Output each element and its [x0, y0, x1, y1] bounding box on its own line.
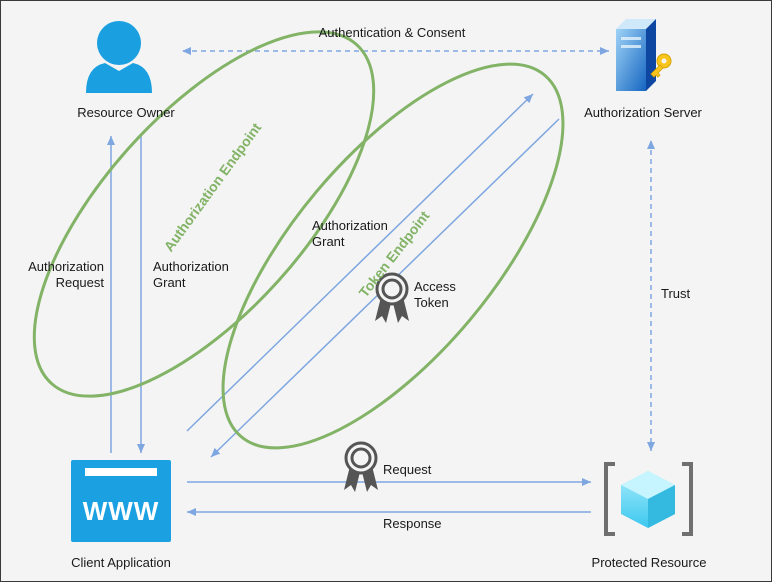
- authentication-consent-label: Authentication & Consent: [318, 25, 466, 40]
- resource-owner-label: Resource Owner: [77, 105, 175, 120]
- user-icon: [86, 21, 152, 93]
- ribbon-badge-icon: [375, 272, 409, 323]
- server-key-icon: [616, 19, 672, 91]
- access-token-label: Access Token: [414, 279, 456, 310]
- authorization-server-label: Authorization Server: [584, 105, 702, 120]
- authorization-grant-label: Authorization Grant: [153, 259, 229, 290]
- ribbon-badge-icon: [344, 441, 378, 492]
- response-label: Response: [383, 516, 442, 531]
- browser-www-text: WWW: [83, 496, 160, 526]
- protected-resource-label: Protected Resource: [591, 555, 707, 570]
- browser-www-icon: [71, 460, 171, 542]
- token-endpoint-ellipse: [221, 62, 565, 450]
- authorization-request-label: Authorization Request: [28, 259, 104, 290]
- client-application-label: Client Application: [71, 555, 171, 570]
- request-label: Request: [383, 462, 432, 477]
- trust-label: Trust: [661, 286, 691, 301]
- cube-resource-icon: [604, 462, 693, 536]
- authorization-endpoint-ellipse: [32, 30, 376, 398]
- authorization-grant-diagonal-label: Authorization Grant: [312, 218, 388, 249]
- authorization-grant-diagonal-arrow: [186, 93, 534, 432]
